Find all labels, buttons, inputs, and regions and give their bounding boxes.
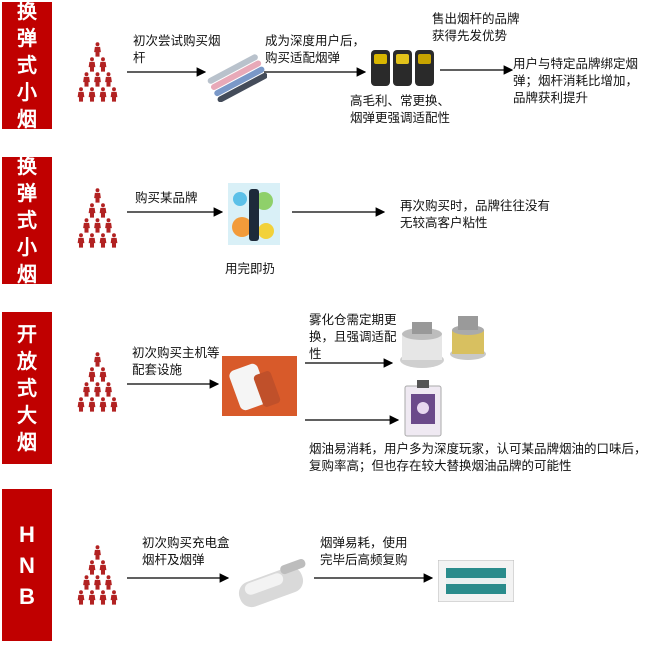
row2-step1-label: 购买某品牌 [135, 190, 198, 205]
atomizer-tank-icon [400, 316, 486, 368]
row2-step2-label: 再次购买时，品牌往往没有无较高客户粘性 [400, 198, 551, 230]
row2-side-label: 换弹式小烟 [2, 154, 52, 286]
disposable-vape-icon [228, 183, 280, 245]
row1-note-label: 高毛利、常更换、烟弹更强调适配性 [350, 93, 451, 125]
row1-step3-label: 售出烟杆的品牌获得先发优势 [432, 11, 520, 43]
eliquid-bottle-icon [404, 380, 442, 437]
row2-note-label: 用完即扔 [225, 261, 276, 276]
row1-side-label: 换弹式小烟 [2, 0, 52, 131]
row3-step1-label: 初次购买主机等配套设施 [132, 345, 220, 377]
mod-device-icon [222, 356, 297, 416]
pod-device-icon [207, 54, 267, 102]
hnb-device-icon [238, 558, 306, 608]
row4-step2-label: 烟弹易耗，使用完毕后高频复购 [320, 535, 408, 567]
row4-step1-label: 初次购买充电盒烟杆及烟弹 [142, 535, 230, 567]
row1-step4-label: 用户与特定品牌绑定烟弹；烟杆消耗比增加，品牌获利提升 [513, 56, 639, 105]
row3-step2-label: 雾化仓需定期更换，且强调适配性 [309, 312, 397, 361]
row3-note-label: 烟油易消耗，用户多为深度玩家，认可某品牌烟油的口味后，复购率高；但也存在较大替换… [309, 441, 647, 473]
row1-step1-label: 初次尝试购买烟杆 [133, 33, 221, 65]
heatstick-pack-icon [438, 560, 514, 602]
pod-cartridge-icon [371, 50, 434, 86]
row1-step2-label: 成为深度用户后，购买适配烟弹 [265, 33, 366, 65]
row3-side-label: 开放式大烟 [2, 312, 52, 464]
